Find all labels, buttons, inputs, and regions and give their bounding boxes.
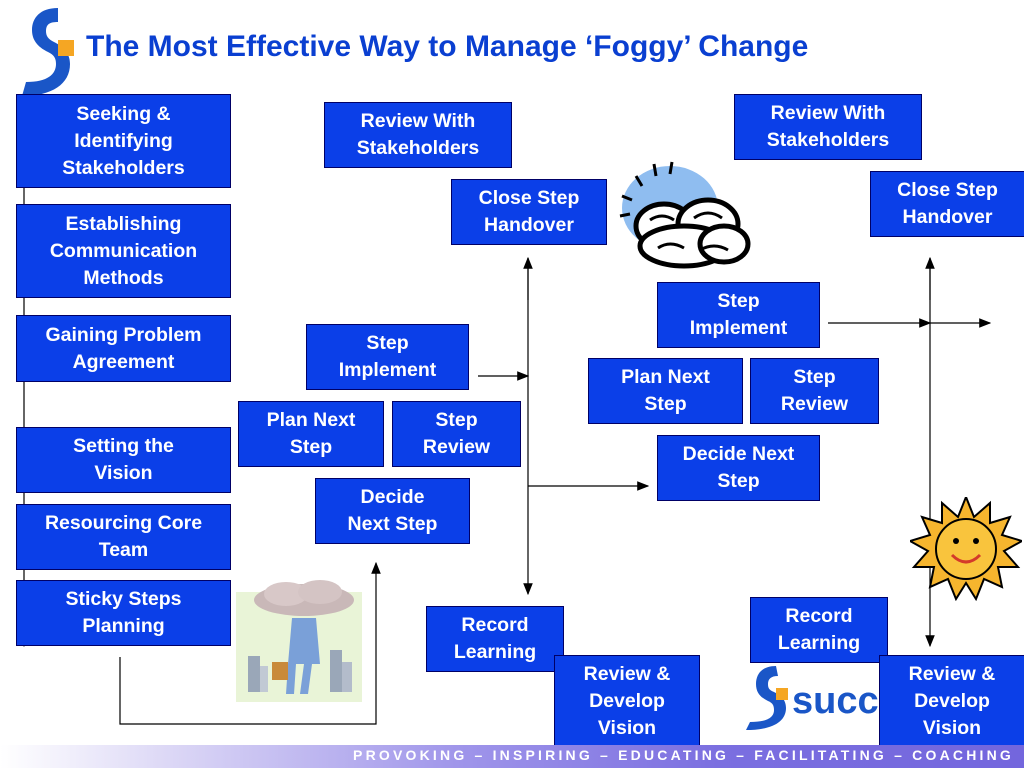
sun-icon [910,497,1022,601]
cycle1-review-develop-vision: Review & Develop Vision [554,655,700,747]
page-title: The Most Effective Way to Manage ‘Foggy’… [86,30,809,63]
brand-logo-icon [746,666,788,730]
cycle2-plan-next: Plan Next Step [588,358,743,424]
footer-tagline: PROVOKING – INSPIRING – EDUCATING – FACI… [353,747,1014,763]
cycle1-step-implement: Step Implement [306,324,469,390]
footer-bar: PROVOKING – INSPIRING – EDUCATING – FACI… [0,745,1024,768]
company-logo-icon [22,8,74,96]
cycle1-record-learning: Record Learning [426,606,564,672]
cycle2-review-develop-vision: Review & Develop Vision [879,655,1024,747]
step-resourcing-team: Resourcing Core Team [16,504,231,570]
cycle1-step-review: Step Review [392,401,521,467]
cycle1-plan-next: Plan Next Step [238,401,384,467]
step-establishing-communication: Establishing Communication Methods [16,204,231,298]
cloud-icon [619,161,751,269]
cycle2-record-learning: Record Learning [750,597,888,663]
step-gaining-agreement: Gaining Problem Agreement [16,315,231,382]
step-setting-vision: Setting the Vision [16,427,231,493]
cycle1-decide-next: Decide Next Step [315,478,470,544]
cycle2-review-stakeholders: Review With Stakeholders [734,94,922,160]
step-sticky-planning: Sticky Steps Planning [16,580,231,646]
cycle2-step-review: Step Review [750,358,879,424]
cycle2-decide-next: Decide Next Step [657,435,820,501]
cycle2-close-handover: Close Step Handover [870,171,1024,237]
brand-wordmark: succe [792,680,880,722]
foggy-person-icon [236,580,362,702]
brand-logo: succe [744,662,880,732]
cycle1-review-stakeholders: Review With Stakeholders [324,102,512,168]
step-seeking-stakeholders: Seeking & Identifying Stakeholders [16,94,231,188]
cycle1-close-handover: Close Step Handover [451,179,607,245]
cycle2-step-implement: Step Implement [657,282,820,348]
